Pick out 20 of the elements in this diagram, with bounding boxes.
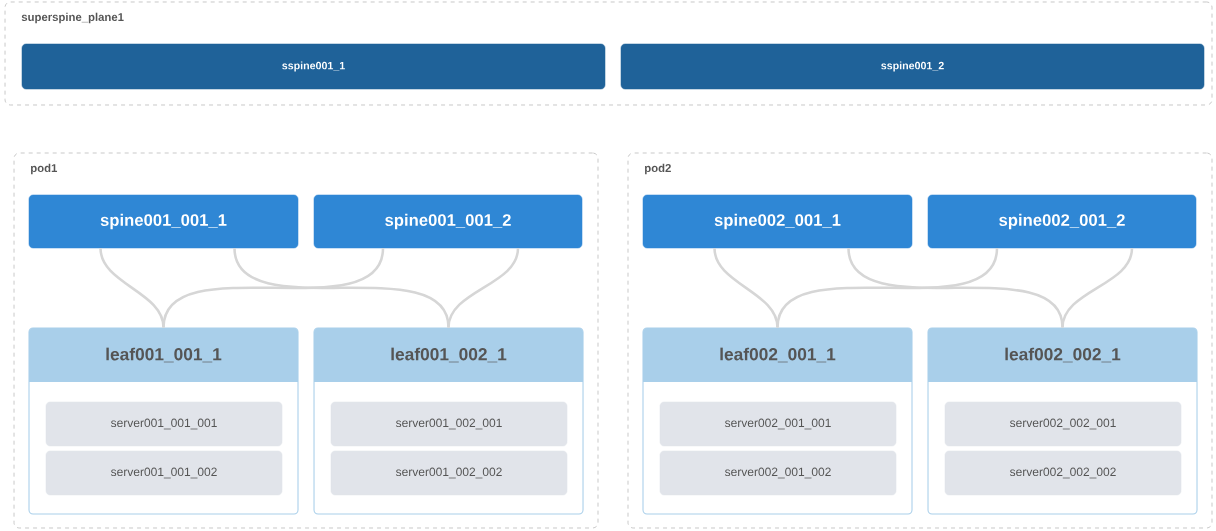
switch-box: spine002_001_2 <box>927 194 1197 249</box>
switch-box: sspine001_2 <box>620 43 1205 90</box>
server-box: server002_001_002 <box>659 450 897 496</box>
server-box: server002_002_001 <box>944 401 1182 447</box>
connector-line <box>162 247 385 328</box>
connector-line <box>447 248 520 328</box>
connector-line <box>847 247 1064 328</box>
server-box: server001_001_001 <box>45 401 283 447</box>
server-box: server002_002_002 <box>944 450 1182 496</box>
server-box: server001_002_001 <box>330 401 568 447</box>
switch-box: spine001_001_2 <box>313 194 583 249</box>
switch-box: spine001_001_1 <box>28 194 299 249</box>
connector-line <box>233 247 450 328</box>
server-box: server001_001_002 <box>45 450 283 496</box>
connector-line <box>776 247 999 328</box>
server-box: server001_002_002 <box>330 450 568 496</box>
server-box: server002_001_001 <box>659 401 897 447</box>
connector-line <box>1061 248 1134 328</box>
switch-box: spine002_001_1 <box>642 194 913 249</box>
switch-box: sspine001_1 <box>21 43 606 90</box>
